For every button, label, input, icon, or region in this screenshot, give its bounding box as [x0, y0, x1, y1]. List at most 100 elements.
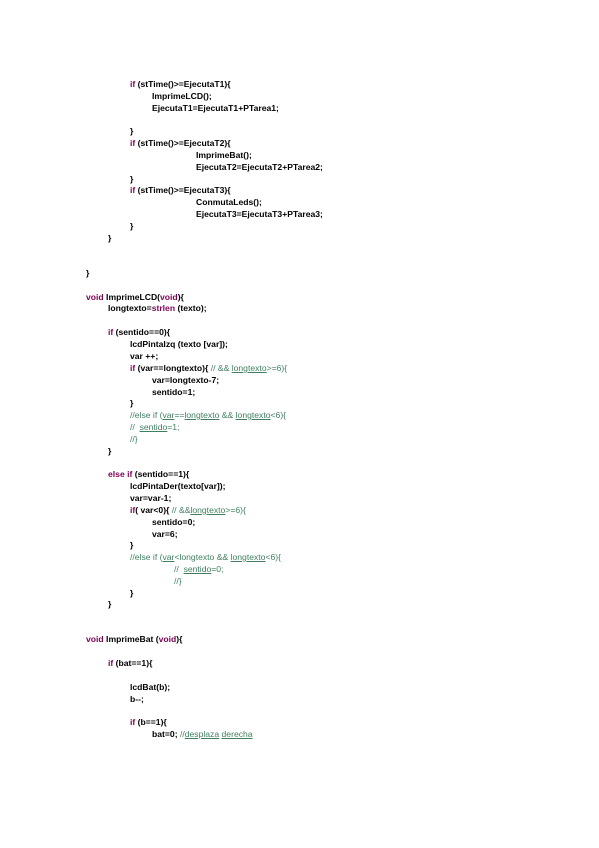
code-line: sentido=0; [152, 516, 195, 528]
code-line: void ImprimeBat (void){ [86, 633, 182, 645]
code-line: } [108, 232, 111, 244]
code-token: var [162, 410, 175, 420]
code-token: longtexto [230, 552, 266, 562]
code-token: } [130, 540, 134, 550]
code-line: } [130, 587, 133, 599]
code-token: lcdPintaDer(texto[var]); [130, 481, 226, 491]
code-token: if [130, 505, 136, 515]
code-token: longtexto [184, 410, 220, 420]
code-line: //else if (var==longtexto && longtexto<6… [130, 409, 286, 421]
code-token: >=6){ [266, 363, 288, 373]
code-line: if (var==longtexto){ // && longtexto>=6)… [130, 362, 287, 374]
code-line: sentido=1; [152, 386, 195, 398]
code-token: desplaza [184, 729, 220, 739]
code-line: ImprimeLCD(); [152, 90, 212, 102]
code-line: var ++; [130, 350, 158, 362]
code-token: //else if ( [130, 410, 163, 420]
code-line: } [130, 539, 133, 551]
code-line: } [130, 125, 133, 137]
code-token: var=longtexto-7; [152, 375, 220, 385]
code-token: strlen [151, 303, 176, 313]
code-token: void [158, 634, 177, 644]
code-token: sentido [183, 564, 212, 574]
code-line: if (bat==1){ [108, 657, 152, 669]
code-line: } [130, 397, 133, 409]
code-line: ConmutaLeds(); [196, 196, 262, 208]
code-token: == [174, 410, 185, 420]
code-line: if (stTime()>=EjecutaT3){ [130, 184, 231, 196]
code-token: // [174, 564, 184, 574]
code-token: } [108, 599, 112, 609]
code-token: (sentido==0){ [113, 327, 171, 337]
code-token: sentido=0; [152, 517, 196, 527]
code-token: =1; [167, 422, 180, 432]
code-line: if (stTime()>=EjecutaT2){ [130, 137, 231, 149]
code-line: ImprimeBat(); [196, 149, 252, 161]
code-token: if [130, 79, 136, 89]
code-token: lcdPintaIzq (texto [var]); [130, 339, 228, 349]
code-token: if [130, 185, 136, 195]
code-token: b--; [130, 694, 144, 704]
code-line: if (stTime()>=EjecutaT1){ [130, 78, 231, 90]
code-token: //} [130, 434, 138, 444]
code-line: lcdBat(b); [130, 681, 170, 693]
code-token: if [127, 469, 133, 479]
code-token: derecha [221, 729, 253, 739]
code-token: ImprimeLCD( [103, 292, 161, 302]
code-token: } [130, 221, 134, 231]
code-token: bat=0; [152, 729, 180, 739]
code-line: } [108, 445, 111, 457]
code-token: longtexto= [108, 303, 152, 313]
code-line: } [86, 267, 89, 279]
code-token: (stTime()>=EjecutaT2){ [135, 138, 231, 148]
code-line: } [130, 173, 133, 185]
code-token: else [108, 469, 125, 479]
code-token: void [160, 292, 178, 302]
code-token: //} [174, 576, 182, 586]
code-token: } [130, 398, 134, 408]
code-token: void [86, 634, 104, 644]
code-line: void ImprimeLCD(void){ [86, 291, 184, 303]
code-line: //else if (var<longtexto && longtexto<6)… [130, 551, 281, 563]
code-line: // sentido=1; [130, 421, 179, 433]
code-token: ImprimeLCD(); [152, 91, 212, 101]
code-line: } [130, 220, 133, 232]
code-line: EjecutaT3=EjecutaT3+PTarea3; [196, 208, 323, 220]
code-token: ){ [177, 292, 184, 302]
code-token: =0; [211, 564, 224, 574]
code-token: <longtexto && [174, 552, 231, 562]
code-token: } [130, 588, 134, 598]
code-token: sentido [139, 422, 168, 432]
code-token: var [162, 552, 175, 562]
code-token: (texto); [175, 303, 207, 313]
code-line: b--; [130, 693, 144, 705]
code-token: ( var<0){ [135, 505, 172, 515]
code-line: var=var-1; [130, 492, 171, 504]
code-token: // && [210, 363, 232, 373]
code-token: var=var-1; [130, 493, 172, 503]
code-token: if [130, 717, 136, 727]
code-token: longtexto [235, 410, 271, 420]
code-line: if (sentido==0){ [108, 326, 170, 338]
code-token: EjecutaT3=EjecutaT3+PTarea3; [196, 209, 323, 219]
code-token: // && [171, 505, 191, 515]
code-token: sentido=1; [152, 387, 196, 397]
code-token: ConmutaLeds(); [196, 197, 262, 207]
code-token: (sentido==1){ [132, 469, 190, 479]
code-line: //} [174, 575, 182, 587]
code-token: } [108, 446, 112, 456]
code-token: EjecutaT1=EjecutaT1+PTarea1; [152, 103, 279, 113]
code-line: bat=0; //desplaza derecha [152, 728, 253, 740]
code-token: if [108, 327, 114, 337]
code-token: } [86, 268, 90, 278]
code-token: ){ [176, 634, 183, 644]
code-token: // [130, 422, 140, 432]
code-token: // [179, 729, 185, 739]
code-token: } [130, 126, 134, 136]
code-token: if [108, 658, 114, 668]
code-line: longtexto=strlen (texto); [108, 302, 207, 314]
code-line: if( var<0){ // &&longtexto>=6){ [130, 504, 246, 516]
code-token: (stTime()>=EjecutaT3){ [135, 185, 231, 195]
code-token: lcdBat(b); [130, 682, 171, 692]
